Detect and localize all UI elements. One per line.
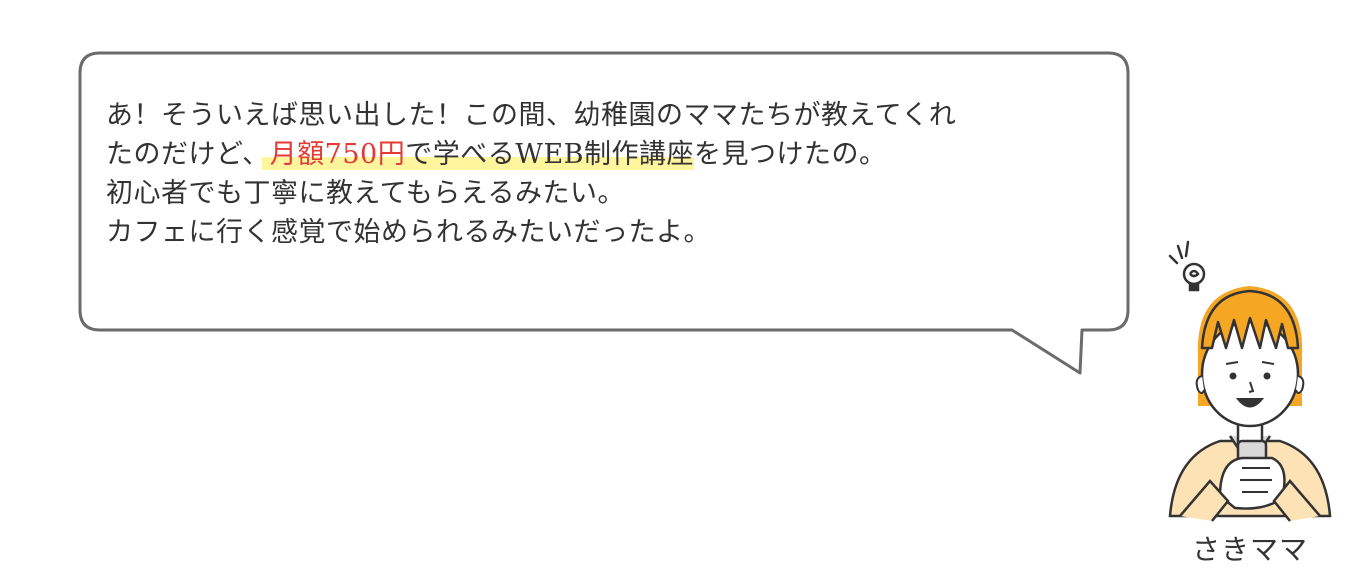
- face: [1200, 320, 1300, 428]
- speaker-name: さきママ: [1191, 533, 1308, 566]
- price-text: 月額750円: [270, 139, 406, 170]
- speech-line-2-suffix: を見つけたの。: [694, 139, 887, 170]
- lightbulb-icon: [1182, 262, 1206, 292]
- speech-line-3: 初心者でも丁寧に教えてもらえるみたい。: [106, 178, 625, 209]
- price-label: 月額: [269, 139, 325, 170]
- highlighted-phrase: 月額750円で学べるWEB制作講座: [261, 139, 695, 170]
- price-unit: 円: [377, 139, 406, 170]
- highlight-text-a: で学べる: [405, 139, 516, 170]
- woman-with-idea-icon: [1168, 240, 1332, 522]
- highlight-text-b: 制作講座: [584, 139, 695, 170]
- hair-bangs: [1200, 289, 1300, 350]
- speech-line-4: カフェに行く感覚で始められるみたいだったよ。: [106, 217, 711, 248]
- smile: [1235, 398, 1265, 408]
- speech-line-1: あ！そういえば思い出した！この間、幼稚園のママたちが教えてくれ: [106, 100, 957, 131]
- highlight-web: WEB: [515, 139, 585, 170]
- speech-line-2: たのだけど、月額750円で学べるWEB制作講座を見つけたの。: [106, 135, 1096, 174]
- speech-line-2-prefix: たのだけど、: [106, 139, 270, 170]
- idea-sparks-icon: [1168, 240, 1190, 265]
- hands: [1218, 456, 1286, 510]
- speech-text: あ！そういえば思い出した！この間、幼稚園のママたちが教えてくれ たのだけど、月額…: [106, 96, 1096, 252]
- price-number: 750: [324, 139, 378, 170]
